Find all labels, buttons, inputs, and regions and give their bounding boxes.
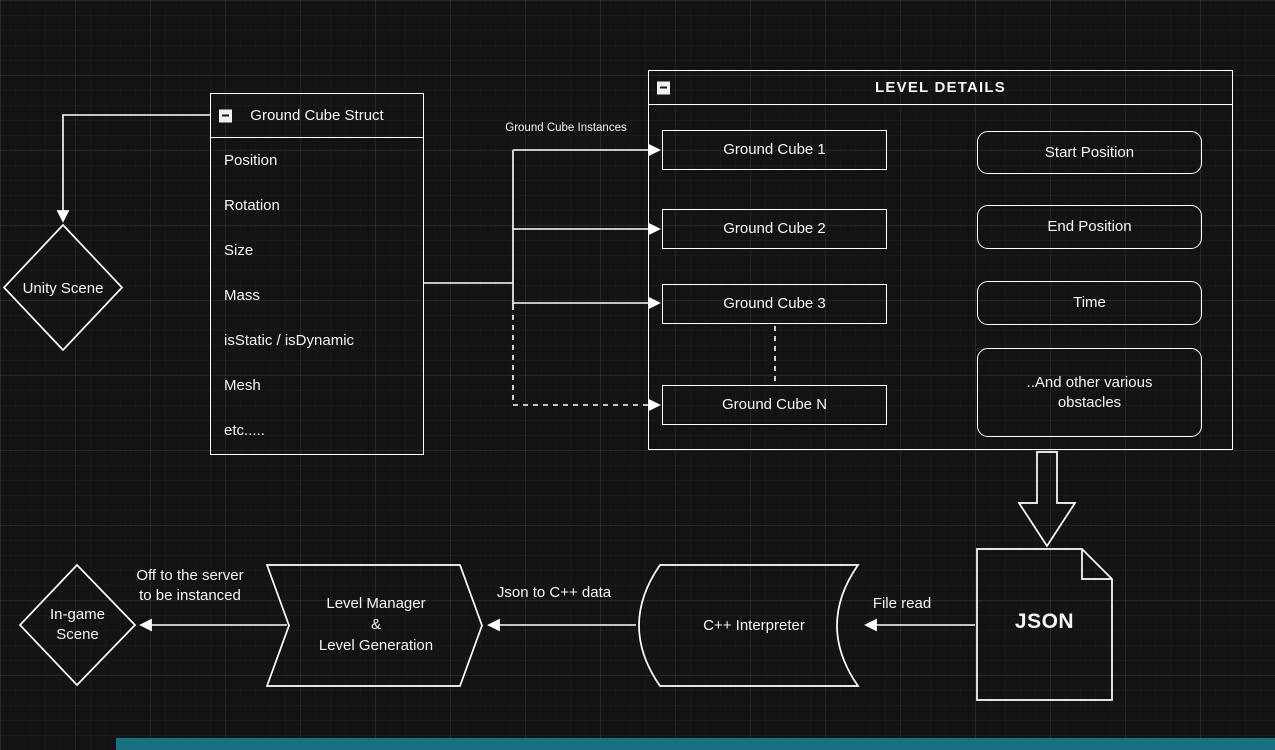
json-document-fold <box>1081 549 1112 580</box>
node-ground-cube-struct[interactable]: Ground Cube Struct Position Rotation Siz… <box>210 93 424 455</box>
node-label: Ground Cube N <box>721 396 828 413</box>
struct-field-mass: Mass <box>224 287 260 304</box>
ingame-scene-label: In-game Scene <box>49 606 106 643</box>
level-details-title: LEVEL DETAILS <box>875 79 1006 96</box>
level-details-title-bar[interactable]: LEVEL DETAILS <box>649 71 1232 105</box>
edge-label-ground-cube-instances: Ground Cube Instances <box>505 122 627 134</box>
collapse-icon[interactable] <box>219 109 232 122</box>
node-other-obstacles[interactable]: ..And other various obstacles <box>977 348 1202 437</box>
node-label: Start Position <box>1044 143 1135 161</box>
node-time[interactable]: Time <box>977 281 1202 325</box>
json-doc-label: JSON <box>1014 610 1075 633</box>
node-ground-cube-n[interactable]: Ground Cube N <box>662 385 887 425</box>
bottom-bar[interactable] <box>116 738 1275 750</box>
node-ground-cube-3[interactable]: Ground Cube 3 <box>662 284 887 324</box>
struct-field-rotation: Rotation <box>224 197 280 214</box>
edge-label-json-to-cpp: Json to C++ data <box>496 584 612 601</box>
node-ingame-scene[interactable] <box>18 563 137 687</box>
node-json-document[interactable] <box>976 548 1113 701</box>
node-label: Time <box>1073 294 1106 311</box>
node-level-details-container[interactable]: LEVEL DETAILS <box>648 70 1233 450</box>
node-label: Ground Cube 1 <box>723 141 826 158</box>
node-unity-scene[interactable] <box>2 223 124 352</box>
node-label: End Position <box>1047 218 1132 235</box>
struct-field-size: Size <box>224 242 254 259</box>
node-label: Ground Cube 3 <box>723 295 826 312</box>
struct-title-bar[interactable]: Ground Cube Struct <box>211 94 423 138</box>
cpp-interpreter-label: C++ Interpreter <box>703 617 805 634</box>
struct-field-etc: etc..... <box>224 422 265 439</box>
edge-label-off-to-server: Off to the server to be instanced <box>136 567 244 604</box>
node-level-manager[interactable] <box>265 564 483 687</box>
minus-glyph <box>222 114 229 117</box>
struct-field-isstatic: isStatic / isDynamic <box>224 332 355 349</box>
struct-title: Ground Cube Struct <box>250 107 384 124</box>
collapse-icon[interactable] <box>657 81 670 94</box>
minus-glyph <box>660 86 667 89</box>
node-ground-cube-2[interactable]: Ground Cube 2 <box>662 209 887 249</box>
unity-scene-label: Unity Scene <box>22 280 104 297</box>
struct-field-mesh: Mesh <box>224 377 261 394</box>
struct-field-position: Position <box>224 152 278 169</box>
node-label: Ground Cube 2 <box>723 220 826 237</box>
node-end-position[interactable]: End Position <box>977 205 1202 249</box>
node-start-position[interactable]: Start Position <box>977 131 1202 174</box>
level-manager-label: Level Manager & Level Generation <box>318 595 434 654</box>
node-label: ..And other various obstacles <box>1026 373 1153 411</box>
node-ground-cube-1[interactable]: Ground Cube 1 <box>662 130 887 170</box>
block-arrow-down[interactable] <box>1017 451 1077 548</box>
edge-label-file-read: File read <box>872 595 932 612</box>
connector-struct-to-unity[interactable] <box>56 114 210 223</box>
node-cpp-interpreter[interactable] <box>638 564 860 687</box>
